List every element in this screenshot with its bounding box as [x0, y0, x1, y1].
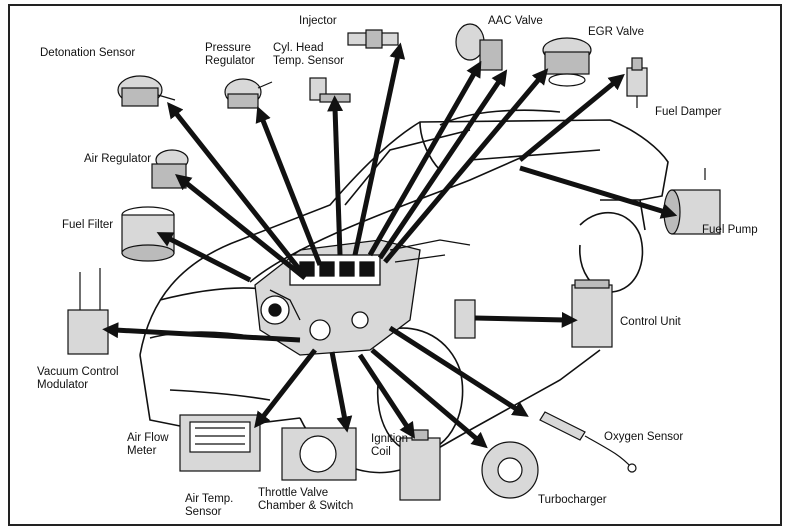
arrow-injector	[352, 42, 406, 256]
label-turbocharger: Turbocharger	[538, 494, 607, 506]
label-control-unit: Control Unit	[620, 316, 681, 328]
label-cyl-head-temp-sensor: Cyl. Head Temp. Sensor	[273, 42, 344, 67]
arrow-turbocharger	[370, 348, 488, 449]
label-oxygen-sensor: Oxygen Sensor	[604, 431, 684, 443]
label-egr-valve: EGR Valve	[588, 26, 645, 38]
label-fuel-pump: Fuel Pump	[702, 224, 758, 236]
egr-valve-illustration	[542, 37, 592, 87]
air-flow-meter-illustration	[179, 414, 261, 472]
label-air-temp-sensor: Air Temp. Sensor	[185, 493, 234, 518]
arrow-vacuum-control-modulator	[102, 322, 301, 343]
fuel-filter-illustration	[121, 206, 175, 262]
arrow-air-flow-meter	[254, 348, 317, 429]
air-regulator-illustration	[151, 149, 189, 189]
fuel-damper-illustration	[626, 57, 648, 108]
small-module-illustration	[454, 299, 476, 339]
aac-valve-illustration	[455, 23, 503, 71]
arrow-fuel-filter	[156, 232, 252, 283]
arrow-control-unit	[474, 311, 578, 328]
label-fuel-filter: Fuel Filter	[62, 219, 114, 231]
vacuum-control-modulator-illustration	[67, 268, 109, 355]
label-air-flow-meter: Air Flow Meter	[127, 432, 169, 457]
label-detonation-sensor: Detonation Sensor	[40, 47, 136, 59]
pointer-arrows	[102, 42, 678, 449]
fuel-line	[249, 157, 521, 283]
arrow-fuel-pump	[519, 165, 678, 219]
arrow-oxygen-sensor	[388, 325, 529, 417]
arrow-cyl-head-temp-sensor	[327, 95, 344, 256]
injector-illustration	[347, 29, 399, 49]
cyl-head-temp-sensor-illustration	[309, 77, 351, 103]
label-air-regulator: Air Regulator	[84, 153, 152, 165]
arrow-air-regulator	[175, 174, 307, 280]
label-pressure-regulator: Pressure Regulator	[205, 42, 255, 67]
ignition-coil-illustration	[399, 429, 441, 501]
label-fuel-damper: Fuel Damper	[655, 106, 722, 118]
oxygen-sensor-illustration	[539, 411, 637, 473]
arrow-ignition-coil	[357, 353, 416, 439]
label-throttle-valve: Throttle Valve Chamber & Switch	[258, 487, 354, 512]
label-injector: Injector	[299, 15, 337, 27]
pressure-regulator-illustration	[224, 78, 273, 109]
arrow-fuel-damper	[518, 73, 625, 162]
detonation-sensor-illustration	[117, 75, 176, 107]
control-unit-illustration	[571, 279, 613, 348]
arrow-pressure-regulator	[255, 106, 323, 266]
arrow-throttle-valve	[329, 351, 353, 433]
arrow-egr-valve	[383, 68, 549, 264]
turbocharger-illustration	[481, 441, 539, 499]
label-aac-valve: AAC Valve	[488, 15, 543, 27]
arrow-aac-valve-a	[367, 60, 482, 257]
arrow-detonation-sensor	[167, 101, 302, 272]
label-vacuum-control-modulator: Vacuum Control Modulator	[37, 366, 119, 391]
label-ignition-coil: Ignition Coil	[371, 433, 409, 458]
arrow-aac-valve-b	[377, 69, 508, 260]
throttle-valve-illustration	[281, 427, 357, 481]
car-outline	[139, 109, 669, 474]
